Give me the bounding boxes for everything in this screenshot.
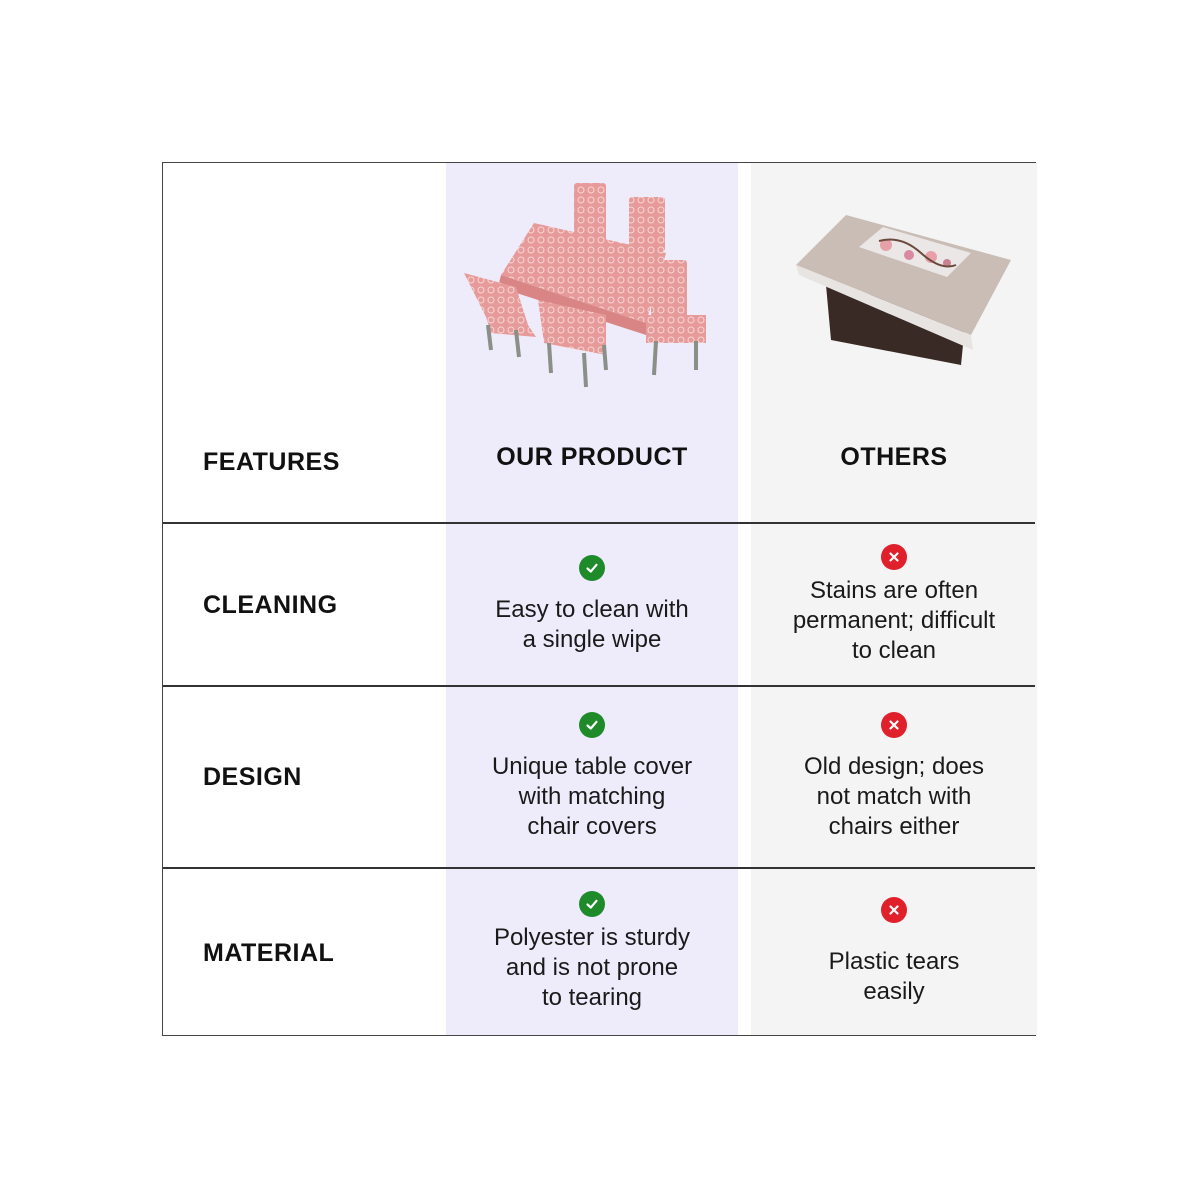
x-circle-icon xyxy=(881,712,907,738)
x-circle-icon xyxy=(881,897,907,923)
cell-text: Easy to clean with a single wipe xyxy=(495,596,689,653)
row-divider xyxy=(163,685,1035,687)
others-header: OTHERS xyxy=(840,443,948,471)
cell-text: Polyester is sturdy and is not prone to … xyxy=(493,924,691,1011)
check-circle-icon xyxy=(579,712,605,738)
comparison-table: FEATURES OUR PRODUCT OTHERS CLEANING Eas… xyxy=(162,162,1037,1036)
cell-text: Stains are often permanent; difficult to… xyxy=(792,577,996,664)
cell-text: Unique table cover with matching chair c… xyxy=(491,753,693,840)
our-product-header: OUR PRODUCT xyxy=(496,443,688,471)
feature-cleaning: CLEANING xyxy=(203,591,338,619)
feature-material: MATERIAL xyxy=(203,939,335,967)
check-circle-icon xyxy=(579,891,605,917)
check-circle-icon xyxy=(579,555,605,581)
cell-text: Plastic tears easily xyxy=(828,948,960,1005)
x-circle-icon xyxy=(881,544,907,570)
features-header: FEATURES xyxy=(203,448,340,476)
others-cleaning-cell: Stains are often permanent; difficult to… xyxy=(751,524,1037,686)
feature-design: DESIGN xyxy=(203,763,302,791)
our-product-image xyxy=(446,165,738,391)
others-product-image xyxy=(751,165,1037,391)
others-material-cell: Plastic tears easily xyxy=(751,869,1037,1035)
cell-text: Old design; does not match with chairs e… xyxy=(803,753,985,840)
row-divider xyxy=(163,867,1035,869)
others-design-cell: Old design; does not match with chairs e… xyxy=(751,687,1037,867)
our-product-cleaning-cell: Easy to clean with a single wipe xyxy=(446,524,738,686)
row-divider xyxy=(163,522,1035,524)
our-product-material-cell: Polyester is sturdy and is not prone to … xyxy=(446,869,738,1035)
our-product-design-cell: Unique table cover with matching chair c… xyxy=(446,687,738,867)
